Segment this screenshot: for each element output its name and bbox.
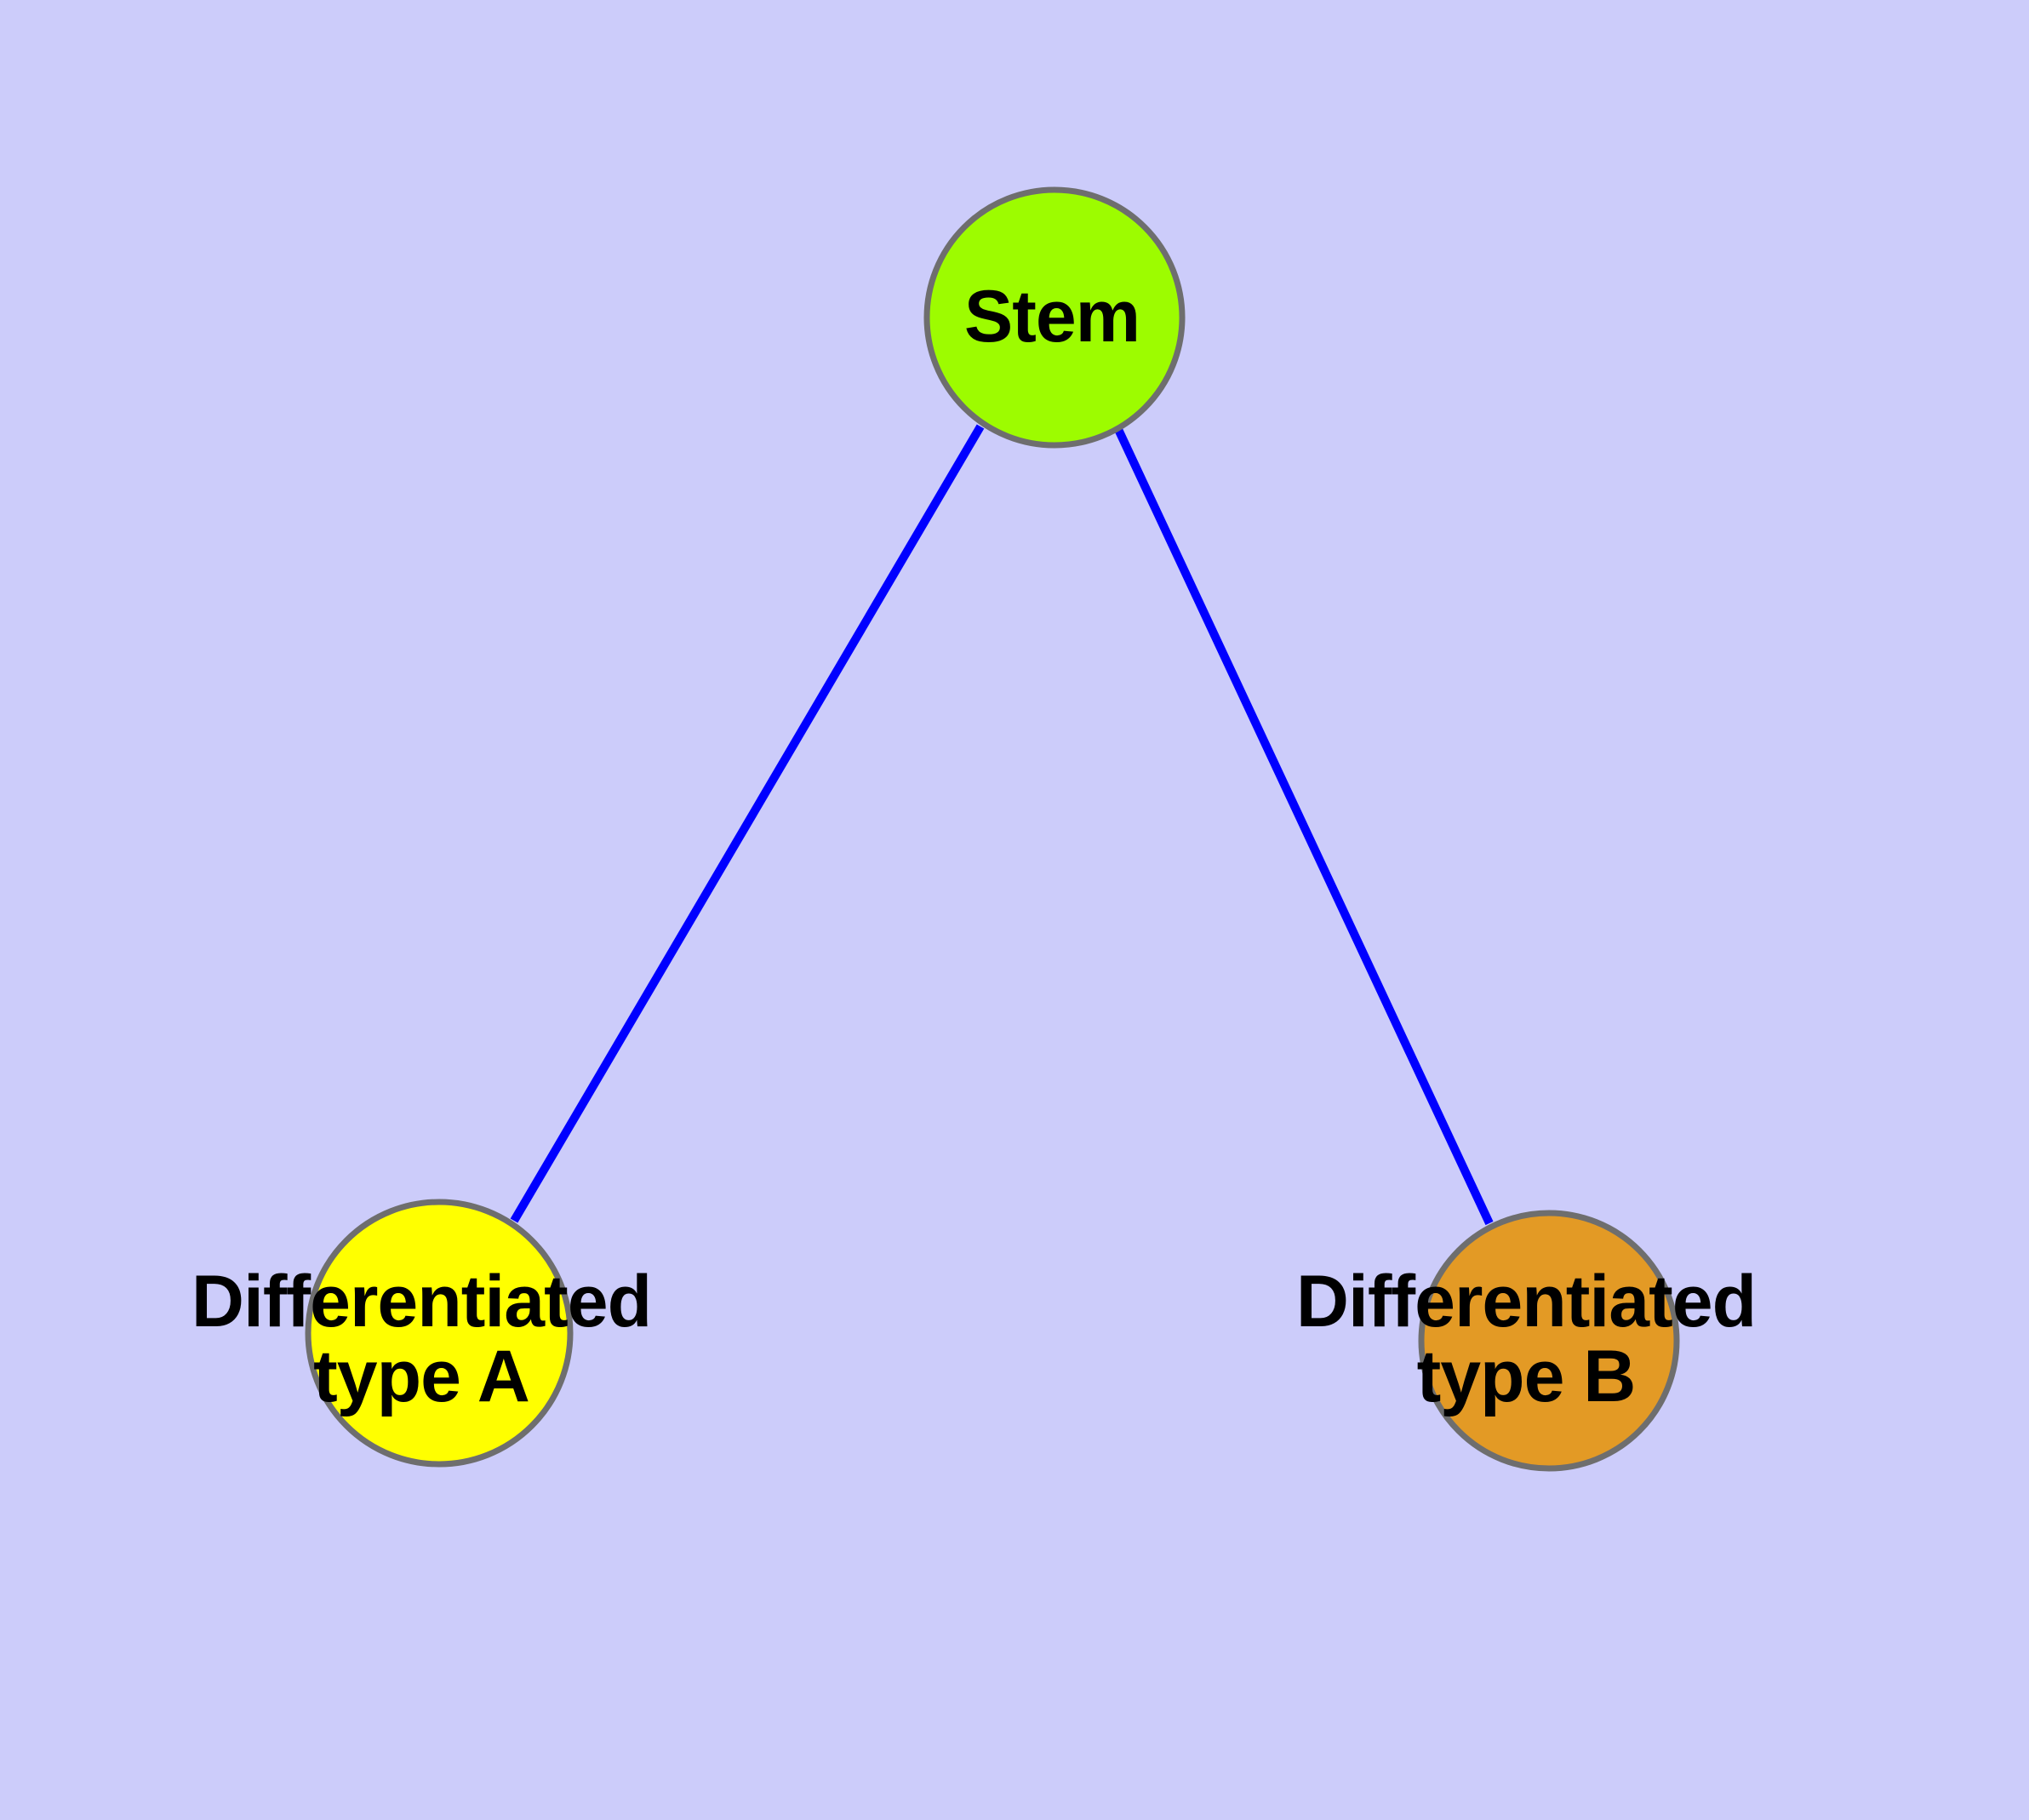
node-diff-type-a[interactable] — [305, 1199, 574, 1468]
node-diff-type-b[interactable] — [1418, 1210, 1680, 1472]
node-stem[interactable] — [923, 186, 1186, 449]
edge-stem-to-a — [510, 424, 985, 1223]
nodes-layer — [305, 186, 1680, 1472]
edge-stem-to-b — [1112, 421, 1494, 1226]
edges-layer — [510, 421, 1494, 1226]
